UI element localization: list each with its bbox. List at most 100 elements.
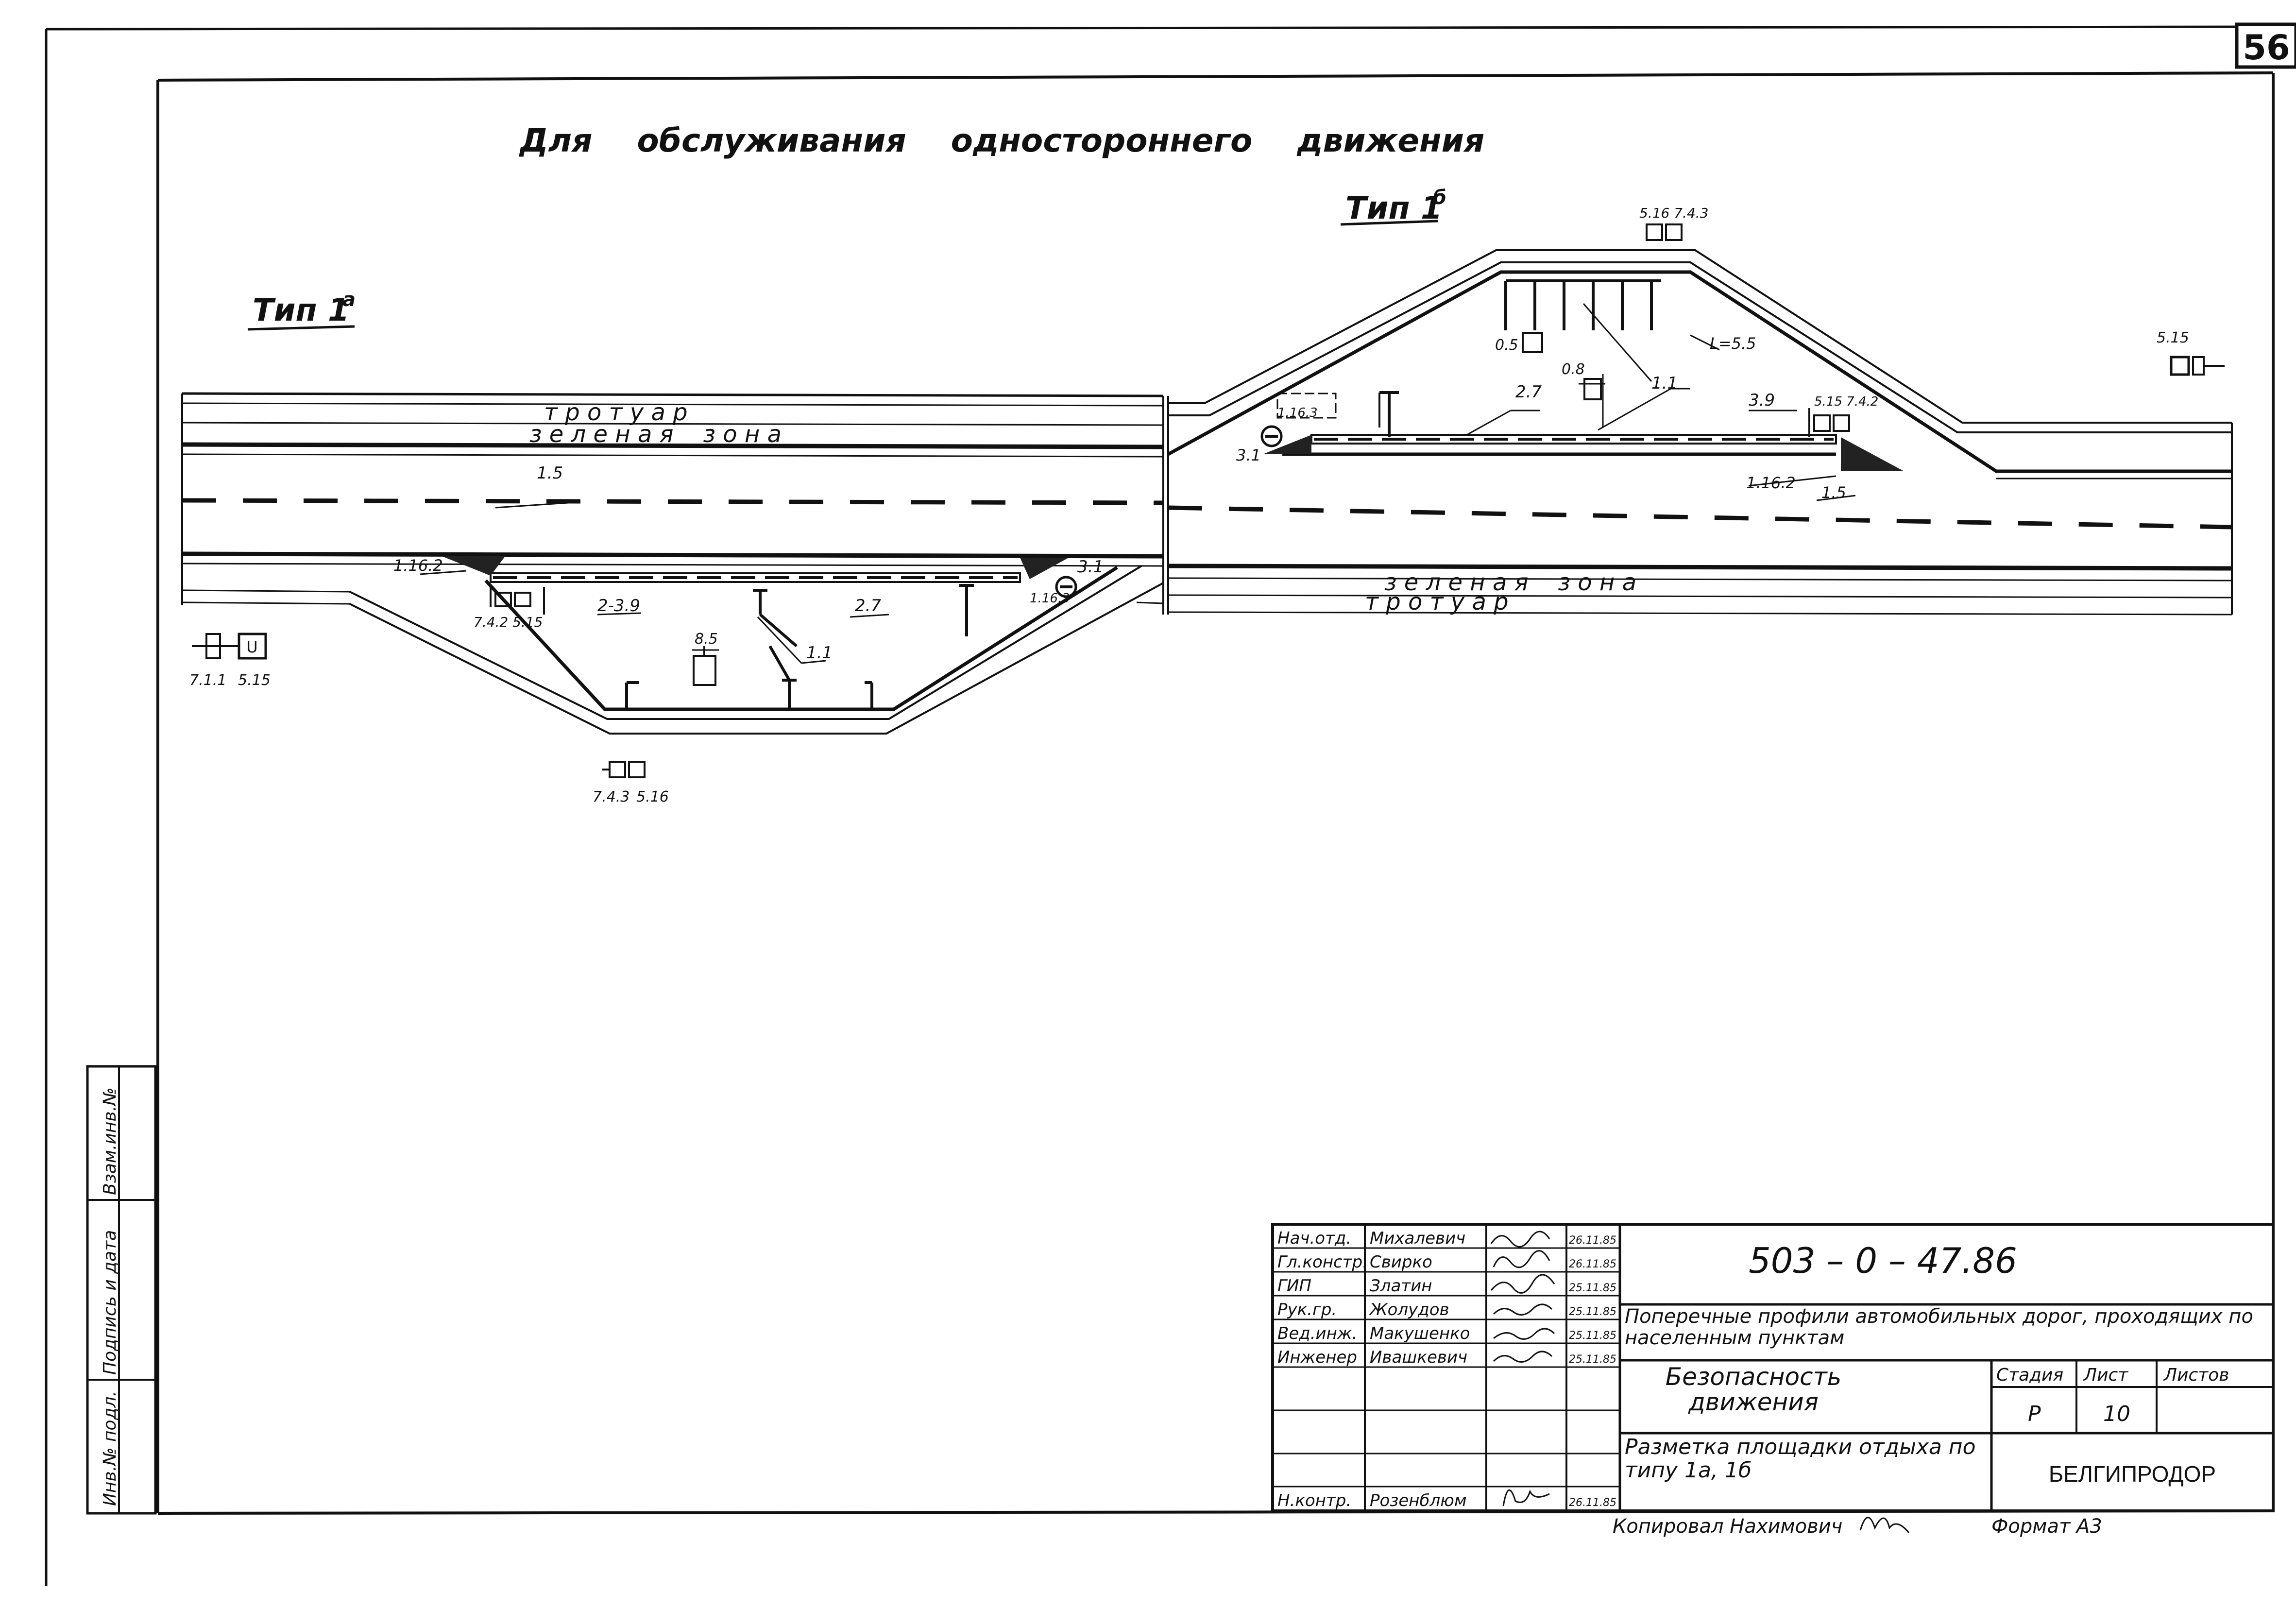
sheet-title: Разметка площадки отдыха по типу 1а, 1б [1625,1436,1976,1483]
stamp-signature-date: Подпись и дата [100,1230,120,1375]
left-sign-3-1 [1055,576,1077,598]
staff-date-4: 25.11.85 [1569,1306,1616,1318]
right-parking-stalls [1379,279,1661,437]
staff-role-2: Гл.констр. [1277,1252,1368,1272]
sheet-value: 10 [2103,1402,2130,1426]
callout-right-l-5-5: L=5.5 [1710,334,1756,353]
right-sign-1-16-3 [1276,393,1380,428]
sheet-title-box: Разметка площадки отдыха по типу 1а, 1б [1625,1436,1976,1483]
staff-role-norm: Н.контр. [1277,1491,1351,1510]
right-road: з е л е н а я з о н а т р о т у а р [1162,223,2233,616]
title-block-staff: Нач.отд. Михалевич 26.11.85 Гл.констр. С… [1277,1229,1616,1510]
callout-right-1-5: 1.5 [1821,483,1846,502]
callout-right-3-9: 3.9 [1749,391,1775,410]
organization: БЕЛГИПРОДОР [2049,1461,2216,1487]
svg-text:U: U [246,638,257,656]
callout-right-1-16-2: 1.16.2 [1746,474,1796,492]
left-green-zone-top-label: з е л е н а я з о н а [529,421,782,448]
callout-right-5-15-7-4-2: 5.15 7.4.2 [1814,394,1878,409]
left-sign-7-1-1: U [192,633,267,660]
callout-right-3-1: 3.1 [1236,446,1261,464]
title-block [1271,1223,2275,1512]
staff-name-1: Михалевич [1370,1229,1465,1248]
callout-right-5-16-7-4-3: 5.16 7.4.3 [1639,205,1709,221]
staff-name-3: Златин [1370,1276,1432,1296]
left-callouts: 1.5 1.16.2 7.4.2 5.15 2-3.9 2.7 1.1 8.5 … [189,463,1104,805]
callout-right-0-8: 0.8 [1562,361,1585,378]
left-parking-stalls [625,584,974,709]
sheet-top-edge [46,25,2296,31]
col-stage-label: Стадия [1996,1365,2063,1385]
svg-text:б: б [1433,187,1446,209]
right-green-zone-label: з е л е н а я з о н а [1384,569,1636,596]
callout-left-7-4-3: 7.4.3 [593,788,629,805]
type-1b-label: Тип 1 б [1340,187,1446,226]
staff-name-norm: Розенблюм [1370,1491,1467,1510]
staff-name-2: Свирко [1370,1252,1432,1272]
copied-by: Копировал Нахимович [1613,1515,1842,1538]
right-hatch-island-1 [1263,435,1311,454]
paper-format: Формат А3 [1991,1515,2102,1538]
callout-right-5-15: 5.15 [2157,329,2189,346]
staff-role-3: ГИП [1277,1276,1311,1296]
callout-right-1-1: 1.1 [1651,374,1678,393]
left-road: т р о т у а р з е л е н а я з о н а [181,392,1164,778]
drawing-frame [156,71,2275,1515]
callout-left-2-7: 2.7 [855,596,881,616]
side-stamp: Инв.№ подл. Подпись и дата Взам.инв.№ [86,1065,157,1515]
stamp-inv-original: Инв.№ подл. [100,1391,120,1506]
section-title-box: Безопасность движения [1665,1364,1842,1416]
type-1a-label: Тип 1 а [247,289,356,331]
callout-left-1-5: 1.5 [537,463,563,483]
callout-right-0-5: 0.5 [1495,337,1518,354]
right-sign-3-1 [1260,425,1283,447]
project-title-box: Поперечные профили автомобильных дорог, … [1625,1306,2253,1349]
staff-name-5: Макушенко [1370,1324,1470,1343]
right-sign-0-8 [1579,378,1605,400]
svg-text:а: а [342,289,356,311]
stage-value: Р [2028,1402,2041,1426]
project-title: Поперечные профили автомобильных дорог, … [1625,1306,2253,1349]
right-sign-5-15 [2170,356,2225,376]
staff-role-6: Инженер [1277,1348,1357,1367]
staff-date-3: 25.11.85 [1569,1282,1616,1294]
left-hatch-island-1 [442,556,505,576]
left-sign-8-5 [692,646,719,686]
right-sign-pair-top [1646,223,1683,241]
staff-date-6: 25.11.85 [1569,1353,1616,1366]
right-hatch-island-2 [1841,437,1904,471]
callout-left-1-16-2: 1.16.2 [393,556,443,575]
svg-text:Тип 1: Тип 1 [253,292,350,328]
sheet-number-box: 56 [2235,22,2296,69]
right-sign-pair-5-15-7-4-2 [1808,408,1850,437]
callout-right-2-7: 2.7 [1515,382,1542,402]
doc-code: 503 – 0 – 47.86 [1749,1240,2017,1281]
staff-date-norm: 26.11.85 [1569,1497,1616,1509]
callout-left-7-1-1: 7.1.1 [189,672,226,689]
callout-left-7-4-2-5-15: 7.4.2 5.15 [474,614,543,630]
left-sidewalk-top-label: т р о т у а р [544,399,688,426]
left-sign-pair-7-4-2 [490,587,545,615]
staff-name-6: Ивашкевич [1370,1348,1467,1367]
signatures [1490,1231,1555,1506]
drawing-heading: Для обслуживания одностороннего движения [519,122,1484,159]
section-title: Безопасность движения [1665,1364,1842,1416]
callout-left-2-3-9: 2-3.9 [597,596,640,616]
left-hatch-island-2 [1020,558,1069,579]
sheet-number: 56 [2243,28,2290,68]
col-sheet-label: Лист [2083,1365,2128,1385]
callout-left-5-16: 5.16 [636,788,669,805]
staff-role-5: Вед.инж. [1277,1324,1357,1343]
right-sidewalk-label: т р о т у а р [1365,588,1509,616]
callout-left-1-1: 1.1 [806,643,833,663]
right-sign-0-5 [1522,332,1543,353]
staff-date-5: 25.11.85 [1569,1330,1616,1342]
callout-left-5-15: 5.15 [238,672,271,689]
staff-role-1: Нач.отд. [1277,1229,1351,1248]
callout-left-8-5: 8.5 [695,631,718,648]
copier-signature [1859,1517,1910,1533]
staff-date-2: 26.11.85 [1569,1258,1616,1270]
left-sign-pair-7-4-3 [602,761,646,778]
staff-name-4: Жолудов [1369,1300,1449,1319]
